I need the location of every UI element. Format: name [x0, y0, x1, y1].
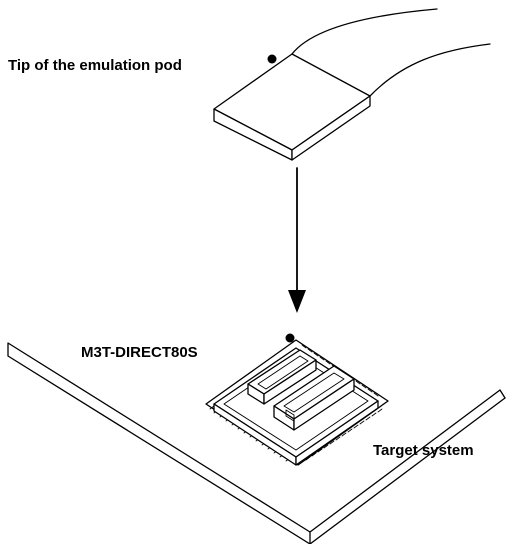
adapter-part-label: M3T-DIRECT80S — [81, 344, 198, 361]
pod-pin1-marker — [267, 54, 277, 64]
emulation-pod-block — [213, 53, 371, 161]
connection-arrow — [288, 167, 306, 313]
emulation-pod-tip-label: Tip of the emulation pod — [8, 57, 182, 74]
target-system-board — [7, 342, 506, 544]
adapter-pin1-marker — [285, 333, 295, 343]
emulation-pod-cable — [291, 8, 491, 97]
target-system-label: Target system — [373, 442, 474, 459]
adapter-connector-right — [273, 365, 355, 431]
adapter-connector-left — [247, 349, 317, 405]
